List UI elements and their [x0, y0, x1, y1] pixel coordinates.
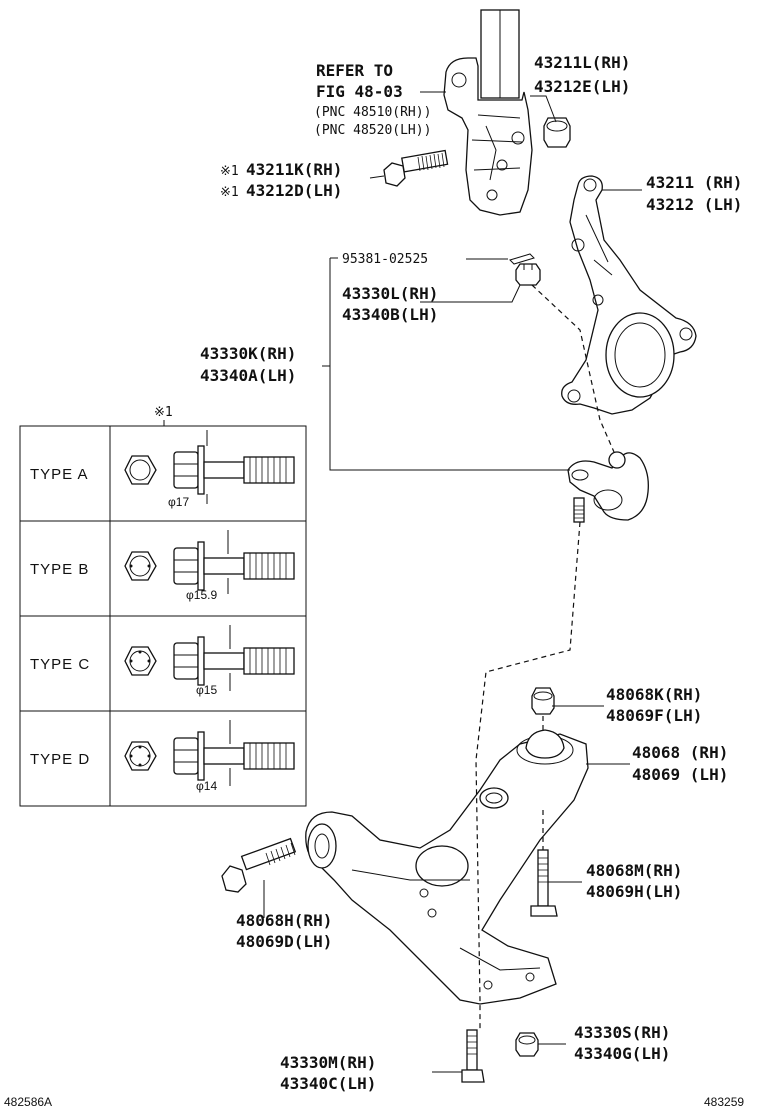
- type-d-label: TYPE D: [30, 751, 90, 768]
- castle-nut-43330L: [515, 263, 541, 286]
- label-95381: 95381-02525: [342, 252, 428, 267]
- bolt-43330M: [461, 1029, 485, 1083]
- hub-bolt-type-c: [124, 625, 295, 691]
- leader-lines: [263, 91, 642, 1073]
- type-a-diameter: φ17: [168, 495, 189, 509]
- nut-48068K: [531, 687, 555, 715]
- label-43330K: 43330K(RH): [200, 344, 296, 363]
- label-43340B: 43340B(LH): [342, 305, 438, 324]
- label-48068K: 48068K(RH): [606, 685, 702, 704]
- table-header-mark: ※1: [154, 405, 173, 420]
- label-48069D: 48069D(LH): [236, 932, 332, 951]
- hub-bolt-type-b: [124, 530, 295, 594]
- type-a-label: TYPE A: [30, 466, 89, 483]
- strut-assembly: [443, 9, 533, 216]
- label-43211L: 43211L(RH): [534, 53, 630, 72]
- bolt-48068H: [221, 837, 297, 893]
- label-48068H: 48068H(RH): [236, 911, 332, 930]
- label-43330S: 43330S(RH): [574, 1023, 670, 1042]
- mark-1-a: ※1: [220, 164, 239, 179]
- label-43330M: 43330M(RH): [280, 1053, 376, 1072]
- nut-43330S: [515, 1032, 539, 1057]
- label-43212: 43212 (LH): [646, 195, 742, 214]
- mark-1-b: ※1: [220, 185, 239, 200]
- type-c-diameter: φ15: [196, 683, 217, 697]
- refer-note: REFER TO FIG 48-03 (PNC 48510(RH)) (PNC …: [314, 61, 431, 138]
- label-48069: 48069 (LH): [632, 765, 728, 784]
- label-43212D: 43212D(LH): [246, 181, 342, 200]
- label-43211: 43211 (RH): [646, 173, 742, 192]
- type-c-label: TYPE C: [30, 656, 90, 673]
- footer-right-code: 483259: [704, 1095, 744, 1109]
- type-b-label: TYPE B: [30, 561, 89, 578]
- refer-line-2: FIG 48-03: [316, 82, 403, 101]
- refer-line-3: (PNC 48510(RH)): [314, 105, 431, 120]
- nut-43211L: [543, 117, 571, 148]
- type-d-diameter: φ14: [196, 779, 217, 793]
- steering-knuckle: [561, 175, 697, 415]
- label-48068: 48068 (RH): [632, 743, 728, 762]
- label-48069H: 48069H(LH): [586, 882, 682, 901]
- type-b-diameter: φ15.9: [186, 588, 217, 602]
- ball-joint-43330K: [567, 451, 649, 523]
- footer-left-code: 482586A: [4, 1095, 52, 1109]
- bolt-43211K: [383, 149, 449, 187]
- bolt-type-table: ※1 TYPE A φ17 TYPE B: [19, 405, 307, 807]
- refer-line-1: REFER TO: [316, 61, 393, 80]
- label-43340C: 43340C(LH): [280, 1074, 376, 1093]
- label-43340G: 43340G(LH): [574, 1044, 670, 1063]
- label-43340A: 43340A(LH): [200, 366, 296, 385]
- assembly-lines: [475, 284, 615, 1030]
- cotter-pin-95381: [509, 253, 535, 265]
- refer-line-4: (PNC 48520(LH)): [314, 123, 431, 138]
- hub-bolt-type-a: [124, 430, 295, 504]
- bolt-48068M: [530, 849, 558, 917]
- hub-bolt-type-d: [124, 720, 295, 786]
- lower-arm-48068: [305, 729, 589, 1005]
- label-43330L: 43330L(RH): [342, 284, 438, 303]
- label-48069F: 48069F(LH): [606, 706, 702, 725]
- label-48068M: 48068M(RH): [586, 861, 682, 880]
- label-43212E: 43212E(LH): [534, 77, 630, 96]
- label-43211K: 43211K(RH): [246, 160, 342, 179]
